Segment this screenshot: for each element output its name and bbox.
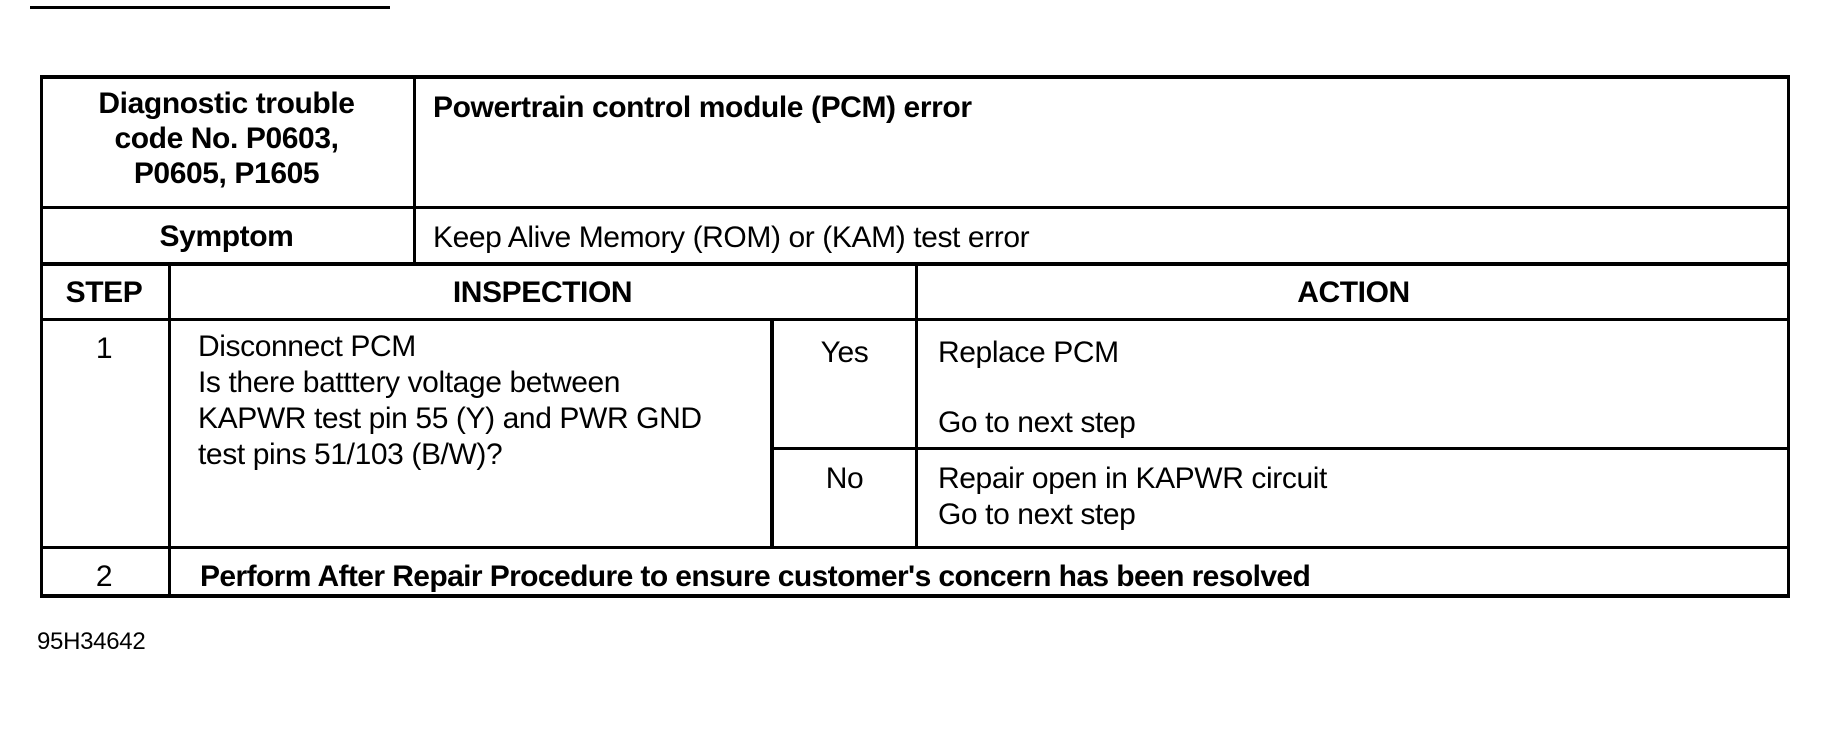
figure-reference-code: 95H34642 [37,628,146,655]
dtc-code-line: code No. P0603, [114,122,339,155]
step1-no-label: No [825,462,864,495]
rule-yesno-column-divider [770,318,774,546]
symptom-description: Keep Alive Memory (ROM) or (KAM) test er… [433,221,1030,254]
inspection-line: test pins 51/103 (B/W)? [198,438,503,471]
diagnostic-trouble-code-table: Diagnostic trouble code No. P0603, P0605… [40,75,1790,598]
rule-below-dtc-row [40,206,1790,209]
step1-no-action-line2: Go to next step [938,498,1136,531]
step1-number: 1 [95,332,113,365]
dtc-description: Powertrain control module (PCM) error [433,91,972,124]
step1-yes-action-line1: Replace PCM [938,336,1119,369]
step1-yes-label: Yes [820,336,869,369]
step1-no-action-line1: Repair open in KAPWR circuit [938,462,1327,495]
step2-number: 2 [95,560,113,593]
step1-yes-action-line2: Go to next step [938,406,1136,439]
dtc-code-cell: Diagnostic trouble code No. P0603, P0605… [40,86,413,191]
table-border-bottom [40,594,1790,598]
rule-dtc-column-divider [413,75,416,262]
step1-inspection-text: Disconnect PCM Is there batttery voltage… [198,329,702,473]
symptom-label: Symptom [159,220,294,253]
inspection-line: Is there batttery voltage between [198,366,621,399]
rule-step-column-divider [168,262,171,598]
inspection-line: KAPWR test pin 55 (Y) and PWR GND [198,402,702,435]
step2-action-text: Perform After Repair Procedure to ensure… [200,560,1311,593]
column-header-step: STEP [65,276,143,309]
column-header-action: ACTION [1297,276,1410,309]
scan-artifact-line [30,6,390,9]
rule-action-column-divider [915,262,918,548]
dtc-code-line: P0605, P1605 [133,157,320,190]
table-border-left [40,75,43,598]
table-border-right [1787,75,1790,598]
rule-yes-no-divider [770,447,1790,450]
table-border-top [40,75,1790,79]
dtc-code-line: Diagnostic trouble [98,87,355,120]
column-header-inspection: INSPECTION [452,276,633,309]
inspection-line: Disconnect PCM [198,330,416,363]
